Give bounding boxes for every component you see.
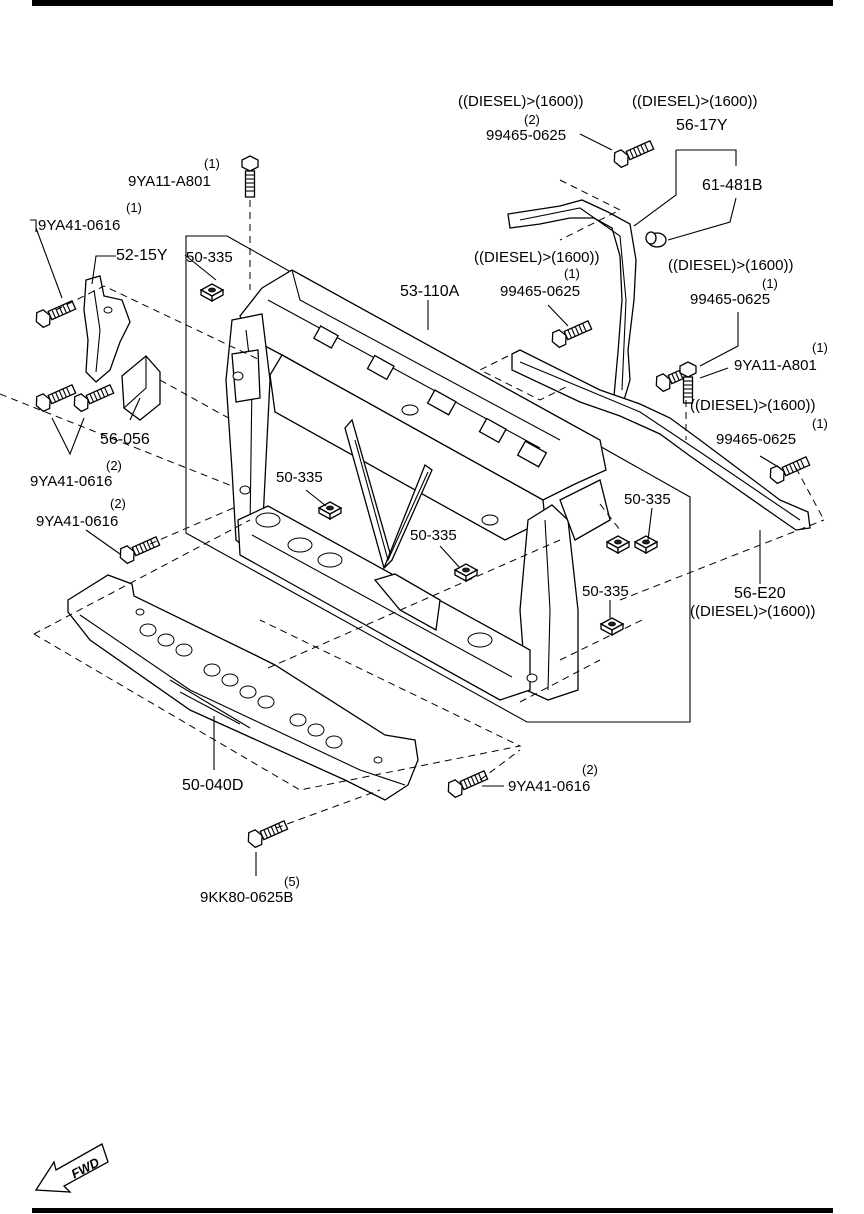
bolt-d3-label: 99465-0625 (690, 291, 770, 308)
bolt-icon (70, 380, 116, 414)
bottom-rule (32, 1208, 833, 1213)
bolt-top-qty: (1) (204, 156, 220, 171)
bolt-bottom-label: 9KK80-0625B (200, 889, 293, 906)
clip-nut-icon (200, 283, 224, 302)
bolt-d2-label: 99465-0625 (500, 283, 580, 300)
bolt-right-qty: (1) (812, 340, 828, 355)
nut-a-label: 50-335 (186, 249, 233, 266)
bolt-d1-qty: (2) (524, 112, 540, 127)
bolt-low-left-label: 9YA41-0616 (36, 513, 118, 530)
bracket-diesel-label: 56-17Y (676, 117, 728, 134)
bolt-icon (548, 316, 594, 350)
cover-left-label: 56-056 (100, 431, 150, 448)
bolt-top-label: 9YA11-A801 (128, 173, 211, 190)
clip-nut-icon (634, 535, 658, 554)
radiator-support-panel (225, 269, 611, 701)
nut-d-label: 50-335 (624, 491, 671, 508)
diesel-d-label: ((DIESEL)>(1600)) (668, 257, 793, 274)
bolt-icon (32, 380, 78, 414)
bolt-left-pair-label: 9YA41-0616 (30, 473, 112, 490)
bolt-icon (116, 532, 162, 566)
under-cover-label: 50-040D (182, 777, 243, 794)
bolt-icon (766, 452, 812, 486)
diesel-a-label: ((DIESEL)>(1600)) (458, 93, 583, 110)
top-rule (32, 0, 833, 6)
left-cover (121, 355, 161, 421)
bolt-d3-qty: (1) (762, 276, 778, 291)
alignment-lines (0, 179, 825, 829)
bolt-low-left-qty: (2) (110, 496, 126, 511)
left-bracket (83, 275, 131, 383)
panel-frame-box (185, 235, 691, 723)
bolt-left-qty: (1) (126, 200, 142, 215)
diesel-f-label: ((DIESEL)>(1600)) (690, 603, 815, 620)
diesel-rail (511, 349, 811, 531)
nut-e-label: 50-335 (582, 583, 629, 600)
under-cover (67, 574, 419, 801)
rail-diesel-label: 56-E20 (734, 585, 786, 602)
bracket-left-label: 52-15Y (116, 247, 168, 264)
bolt-bottom-qty: (5) (284, 874, 300, 889)
panel-label: 53-110A (400, 283, 460, 300)
diesel-b-label: ((DIESEL)>(1600)) (632, 93, 757, 110)
diesel-e-label: ((DIESEL)>(1600)) (690, 397, 815, 414)
bolt-left-pair-qty: (2) (106, 458, 122, 473)
clip-61-481b (645, 231, 667, 248)
clip-nut-icon (606, 535, 630, 554)
bolt-icon (444, 766, 490, 800)
leader-lines (30, 133, 781, 876)
bolt-d4-label: 99465-0625 (716, 431, 796, 448)
clip-nut-icon (600, 617, 624, 636)
bolt-right-label: 9YA11-A801 (734, 357, 817, 374)
clip-nut-icon (318, 501, 342, 520)
bolt-left-label: 9YA41-0616 (38, 217, 120, 234)
bolt-icon (244, 816, 290, 850)
nut-c-label: 50-335 (410, 527, 457, 544)
fwd-arrow-icon: FWD (34, 1143, 109, 1193)
bolt-icon (241, 155, 259, 198)
nut-b-label: 50-335 (276, 469, 323, 486)
bolt-bottom-right-qty: (2) (582, 762, 598, 777)
clip-label: 61-481B (702, 177, 763, 194)
bolt-icon (610, 136, 656, 170)
bolt-d2-qty: (1) (564, 266, 580, 281)
bolt-d4-qty: (1) (812, 416, 828, 431)
bolt-d1-label: 99465-0625 (486, 127, 566, 144)
diesel-c-label: ((DIESEL)>(1600)) (474, 249, 599, 266)
bolt-bottom-right-label: 9YA41-0616 (508, 778, 590, 795)
